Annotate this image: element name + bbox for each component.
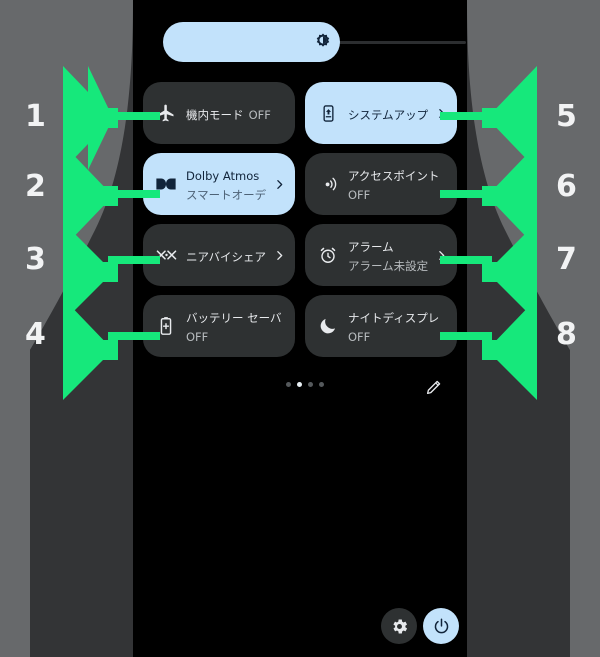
night-display-icon [317, 315, 339, 337]
nearby-share-icon [155, 244, 177, 266]
quick-settings-tiles: 機内モード OFF システムアップ [143, 82, 457, 357]
tile-title: 機内モード [186, 107, 244, 122]
power-button[interactable] [423, 608, 459, 644]
chevron-right-icon[interactable] [435, 107, 448, 120]
tile-system-update[interactable]: システムアップ [305, 82, 457, 144]
marker-number-3: 3 [25, 242, 46, 277]
tile-text: アクセスポイント OFF [348, 165, 451, 203]
tile-hotspot[interactable]: アクセスポイント OFF [305, 153, 457, 215]
brightness-fill[interactable] [163, 22, 340, 62]
tile-text: Dolby Atmos スマートオーデ [186, 165, 271, 203]
airplane-icon [155, 102, 177, 124]
tile-subtitle: アラーム未設定 [348, 259, 429, 273]
brightness-slider[interactable] [148, 22, 466, 62]
page-indicator[interactable] [286, 382, 324, 387]
page-dot[interactable] [308, 382, 313, 387]
tile-title: システムアップ [348, 107, 429, 122]
gear-icon [392, 619, 407, 633]
tile-text: ナイトディスプレ OFF [348, 307, 451, 345]
tile-nearby-share[interactable]: ニアバイシェア [143, 224, 295, 286]
chevron-right-icon[interactable] [273, 249, 286, 262]
page-dot[interactable] [319, 382, 324, 387]
tile-text: バッテリー セーバ OFF [186, 307, 289, 345]
bottom-controls [381, 608, 461, 648]
marker-number-8: 8 [556, 317, 577, 352]
marker-number-6: 6 [556, 169, 577, 204]
tile-title: バッテリー セーバ [186, 311, 282, 325]
page-dot-active[interactable] [297, 382, 302, 387]
quick-settings-panel: 機内モード OFF システムアップ [133, 0, 467, 657]
tile-title: ニアバイシェア [186, 249, 267, 264]
tile-airplane-mode[interactable]: 機内モード OFF [143, 82, 295, 144]
hotspot-icon [317, 173, 339, 195]
tile-subtitle: OFF [348, 188, 371, 202]
marker-number-2: 2 [25, 169, 46, 204]
panel-footer [133, 375, 467, 397]
tile-text: アラーム アラーム未設定 [348, 236, 433, 274]
edit-tiles-button[interactable] [425, 378, 443, 396]
tile-title: アラーム [348, 240, 394, 254]
tile-subtitle: スマートオーデ [186, 188, 267, 202]
chevron-right-icon[interactable] [273, 178, 286, 191]
tile-title: ナイトディスプレ [348, 311, 440, 325]
marker-number-5: 5 [556, 99, 577, 134]
tile-subtitle: OFF [348, 330, 371, 344]
tile-subtitle: OFF [248, 107, 271, 122]
brightness-icon [316, 33, 330, 47]
marker-number-1: 1 [25, 99, 46, 134]
system-update-icon [317, 102, 339, 124]
tile-text: ニアバイシェア [186, 246, 271, 265]
tile-title: アクセスポイント [348, 169, 440, 183]
power-icon [434, 617, 448, 633]
tile-title: Dolby Atmos [186, 169, 260, 183]
page-dot[interactable] [286, 382, 291, 387]
tile-text: 機内モード OFF [186, 104, 289, 123]
tile-dolby-atmos[interactable]: Dolby Atmos スマートオーデ [143, 153, 295, 215]
tile-battery-saver[interactable]: バッテリー セーバ OFF [143, 295, 295, 357]
settings-button[interactable] [381, 608, 417, 644]
tile-alarm[interactable]: アラーム アラーム未設定 [305, 224, 457, 286]
dolby-atmos-icon [155, 173, 177, 195]
marker-number-4: 4 [25, 317, 46, 352]
tile-subtitle: OFF [186, 330, 209, 344]
tile-night-display[interactable]: ナイトディスプレ OFF [305, 295, 457, 357]
battery-saver-icon [155, 315, 177, 337]
marker-number-7: 7 [556, 242, 577, 277]
tile-text: システムアップ [348, 104, 433, 123]
alarm-icon [317, 244, 339, 266]
chevron-right-icon[interactable] [435, 249, 448, 262]
